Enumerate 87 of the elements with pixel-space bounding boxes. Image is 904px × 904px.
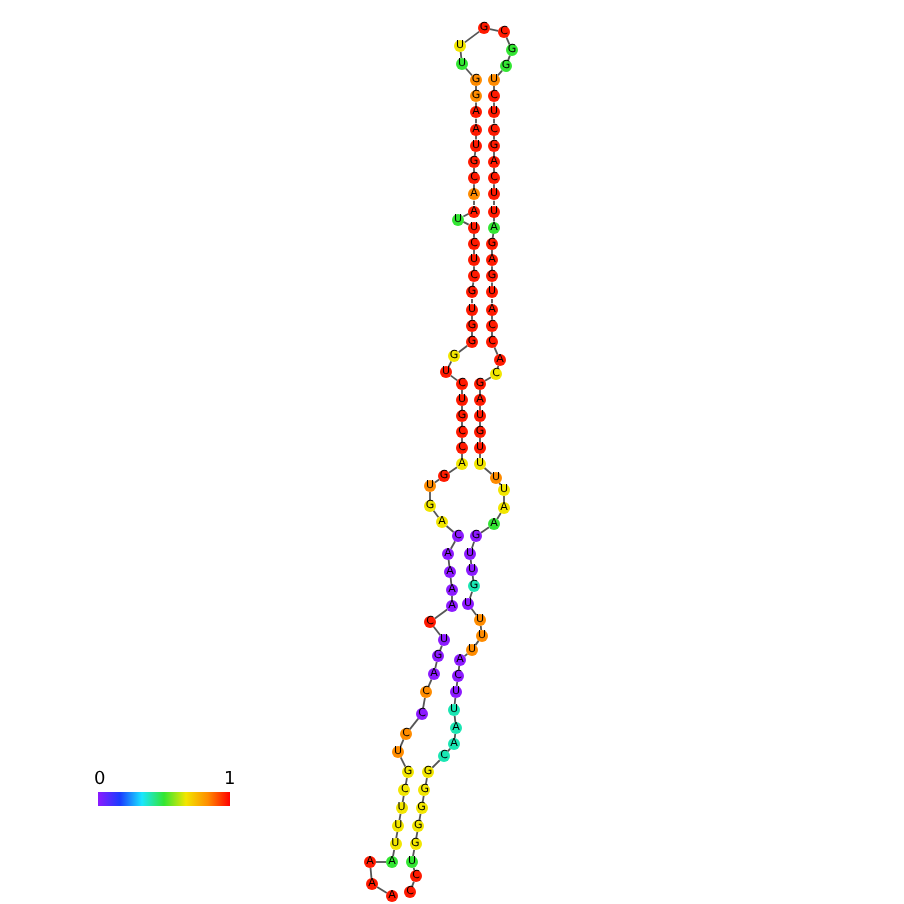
backbone-line [461, 389, 463, 395]
backbone-line [493, 167, 495, 174]
backbone-line [493, 101, 495, 108]
backbone-line [475, 134, 477, 141]
backbone-line [491, 232, 495, 239]
backbone-line [455, 681, 459, 687]
backbone-line [469, 559, 473, 565]
backbone-line [461, 453, 463, 459]
backbone-line [448, 466, 458, 474]
backbone-line [429, 491, 431, 501]
backbone-line [473, 150, 477, 157]
backbone-line [408, 717, 420, 731]
backbone-line [432, 509, 440, 519]
backbone-line [461, 421, 463, 427]
backbone-line [491, 248, 493, 256]
backbone-line [375, 861, 387, 863]
backbone-line [471, 314, 473, 321]
backbone-line [453, 733, 457, 739]
backbone-line [399, 756, 407, 768]
backbone-line [433, 608, 449, 620]
backbone-line [489, 28, 499, 32]
backbone-line [463, 652, 469, 658]
backbone-line [471, 281, 475, 288]
backbone-line [457, 665, 461, 671]
backbone-line [491, 330, 493, 337]
backbone-line [473, 232, 475, 239]
backbone-line [498, 482, 502, 486]
backbone-line [503, 495, 505, 503]
backbone-line [395, 831, 399, 839]
backbone-line [493, 85, 495, 92]
backbone-line [475, 101, 477, 108]
backbone-line [475, 117, 477, 125]
backbone-line [392, 849, 396, 857]
backbone-line [376, 886, 388, 894]
backbone-line [479, 437, 481, 443]
backbone-line [462, 212, 470, 218]
scale-tick-label: 1 [224, 770, 236, 790]
backbone-line [479, 405, 481, 411]
backbone-line [412, 849, 416, 857]
backbone-line [453, 715, 457, 723]
backbone-line [369, 867, 373, 879]
backbone-line [461, 405, 463, 411]
scale-tick-label: 0 [94, 770, 106, 790]
backbone-line [493, 199, 495, 206]
backbone-line [459, 51, 463, 59]
backbone-line [484, 376, 492, 382]
backbone-line [480, 526, 490, 534]
backbone-line [473, 183, 475, 190]
backbone-line [491, 281, 493, 288]
backbone-line [449, 577, 453, 585]
backbone-line [473, 265, 475, 272]
backbone-line [496, 364, 500, 370]
backbone-line [457, 344, 469, 354]
backbone-line [491, 265, 493, 272]
backbone-line [493, 117, 495, 125]
backbone-line [479, 389, 481, 395]
backbone-line [471, 298, 473, 305]
backbone-line [493, 150, 495, 157]
backbone-line [447, 559, 451, 567]
backbone-line [473, 248, 475, 256]
backbone-line [471, 575, 475, 581]
backbone-line [479, 625, 483, 631]
backbone-line [493, 134, 495, 141]
backbone-line [451, 595, 453, 601]
backbone-line [450, 540, 456, 550]
backbone-line [462, 221, 470, 226]
backbone-line [496, 512, 502, 520]
backbone-line [461, 437, 463, 443]
backbone-line [493, 216, 495, 223]
backbone-line [463, 30, 481, 44]
backbone-line [491, 314, 493, 321]
backbone-line [446, 747, 452, 753]
backbone-line [401, 795, 405, 803]
backbone-line [398, 813, 402, 821]
backbone-line [473, 167, 475, 174]
backbone-line [473, 199, 475, 206]
backbone-line [475, 85, 477, 92]
backbone-line [445, 525, 455, 533]
backbone-line [453, 697, 457, 705]
backbone-line [412, 866, 416, 872]
backbone-line [491, 298, 493, 305]
backbone-line [471, 330, 473, 337]
backbone-line [479, 421, 481, 427]
backbone-line [431, 759, 441, 769]
backbone-line [493, 183, 495, 190]
backbone-line [483, 467, 493, 475]
backbone-line [479, 453, 481, 459]
